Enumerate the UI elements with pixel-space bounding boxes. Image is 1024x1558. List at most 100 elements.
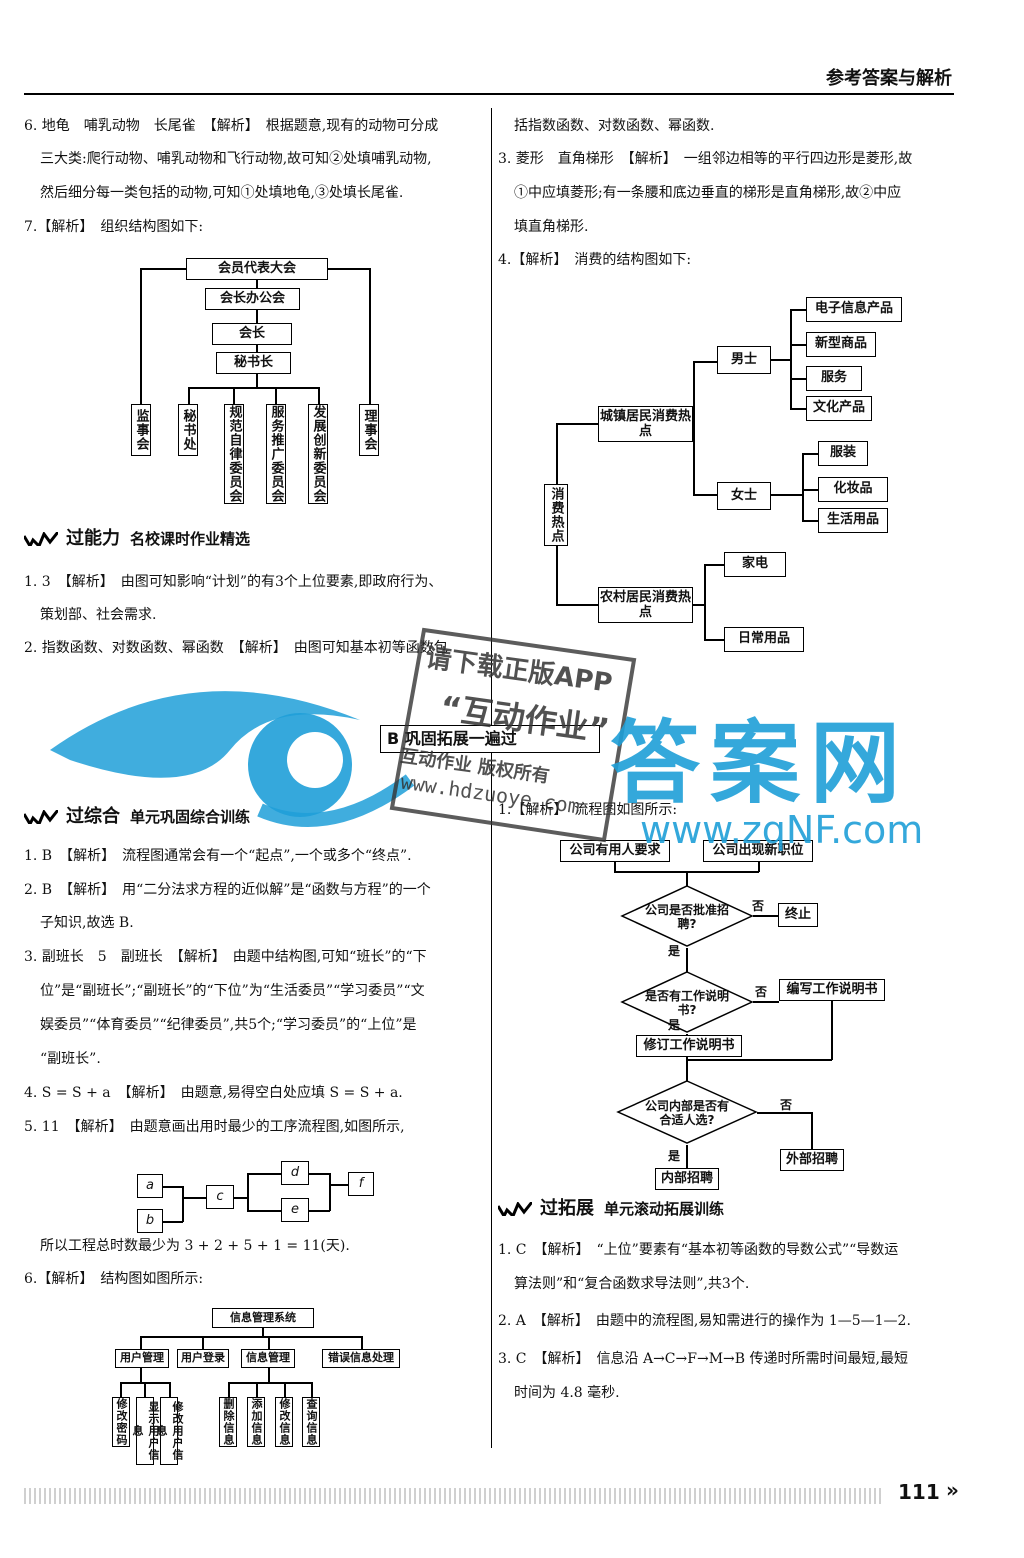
flow-stop: 终止	[778, 903, 818, 927]
org-branch-3: 规范自律委员会	[224, 404, 244, 504]
rq3-line3: 填直角梯形.	[514, 219, 589, 235]
info-child-4: 错误信息处理	[322, 1349, 400, 1368]
male-item-2: 新型商品	[806, 332, 876, 357]
q6-line1: 6. 地龟 哺乳动物 长尾雀 【解析】 根据题意,现有的动物可分成	[24, 118, 439, 134]
e3-line1: 3. C 【解析】 信息沿 A→C→F→M→B 传递时所需时间最短,最短	[498, 1351, 908, 1367]
male-item-1: 电子信息产品	[806, 297, 902, 322]
org-branch-2: 秘书处	[178, 404, 198, 456]
rq3-line2: ①中应填菱形;有一条腰和底边垂直的梯形是直角梯形,故②中应	[514, 185, 902, 201]
stamp-border	[389, 627, 637, 843]
cons-rural: 农村居民消费热点	[598, 587, 693, 623]
org-branch-6: 理事会	[359, 404, 379, 456]
watermark-url: www.zqNF.com	[640, 808, 924, 852]
s2q6-text: 6.【解析】 结构图如图所示:	[24, 1271, 204, 1287]
org-chair: 会长	[212, 323, 292, 345]
q7-text: 7.【解析】 组织结构图如下:	[24, 219, 204, 235]
footer-strip	[24, 1488, 884, 1504]
s2q5-result: 所以工程总时数最少为 3 + 2 + 5 + 1 = 11(天).	[40, 1238, 350, 1254]
rural-item-1: 家电	[724, 552, 786, 577]
rq4-text: 4.【解析】 消费的结构图如下:	[498, 252, 692, 268]
rq3-line1: 3. 菱形 直角梯形 【解析】 一组邻边相等的平行四边形是菱形,故	[498, 151, 913, 167]
org-secretary: 秘书长	[216, 352, 291, 374]
org-branch-5: 发展创新委员会	[308, 404, 328, 504]
proc-d: d	[281, 1161, 309, 1185]
male-item-4: 文化产品	[806, 396, 872, 421]
s2q3-line4: “副班长”.	[40, 1051, 101, 1067]
cons-male: 男士	[717, 346, 771, 374]
section-heading-3: 过拓展单元滚动拓展训练	[498, 1194, 724, 1220]
org-top: 会员代表大会	[186, 258, 328, 280]
s1q1-line1: 1. 3 【解析】 由图可知影响“计划”的有3个上位要素,即政府行为、	[24, 574, 443, 590]
header-rule	[24, 93, 954, 95]
cons-female: 女士	[717, 482, 771, 510]
info-child-3: 信息管理	[241, 1349, 295, 1368]
info-sub-2: 添加信息	[247, 1397, 265, 1447]
eye-logo-watermark	[50, 691, 415, 827]
cons-urban: 城镇居民消费热点	[598, 406, 693, 442]
s2q5-text: 5. 11 【解析】 由题意画出用时最少的工序流程图,如图所示,	[24, 1119, 405, 1135]
flow-decision-1-shape	[620, 885, 754, 947]
org-office: 会长办公会	[205, 288, 300, 310]
flow-yes-1: 是	[668, 944, 681, 958]
s2q3-line1: 3. 副班长 5 副班长 【解析】 由题中结构图,可知“班长”的“下	[24, 949, 427, 965]
e1-line1: 1. C 【解析】 “上位”要素有“基本初等函数的导数公式”“导数运	[498, 1242, 899, 1258]
right-cont: 括指数函数、对数函数、幂函数.	[514, 118, 715, 134]
s2q3-line2: 位”是“副班长”;“副班长”的“下位”为“生活委员”“学习委员”“文	[40, 983, 425, 999]
org-branch-1: 监事会	[131, 404, 151, 456]
flow-decision-1: 公司是否批准招聘?	[644, 903, 729, 931]
info-child-1: 用户管理	[115, 1349, 169, 1368]
flow-decision-3: 公司内部是否有合适人选?	[644, 1099, 729, 1127]
flow-external: 外部招聘	[780, 1149, 844, 1171]
info-sub-4: 查询信息	[302, 1397, 320, 1447]
rq1-text: 1.【解析】 流程图如图所示:	[498, 802, 678, 818]
info-child-2: 用户登录	[177, 1349, 229, 1368]
user-sub-3: 修改用户信息	[155, 1397, 184, 1465]
male-item-3: 服务	[806, 366, 862, 391]
q6-line2: 三大类:爬行动物、哺乳动物和飞行动物,故可知②处填哺乳动物,	[40, 151, 432, 167]
rural-item-2: 日常用品	[724, 627, 804, 652]
section-marker-icon	[24, 532, 58, 546]
page-number: 111	[898, 1480, 940, 1504]
s2q4-text: 4. S = S + a 【解析】 由题意,易得空白处应填 S = S + a.	[24, 1085, 403, 1101]
female-item-3: 生活用品	[818, 508, 888, 533]
proc-f: f	[348, 1172, 374, 1196]
proc-e: e	[281, 1198, 309, 1222]
s2q1-text: 1. B 【解析】 流程图通常会有一个“起点”,一个或多个“终点”.	[24, 848, 412, 864]
column-divider	[491, 108, 492, 1448]
flow-decision-2: 是否有工作说明书?	[645, 989, 730, 1017]
cons-root: 消费热点	[544, 484, 568, 546]
info-sub-1: 删除信息	[219, 1397, 237, 1447]
watermark-site: 答案网	[610, 711, 910, 816]
s2q2-line1: 2. B 【解析】 用“二分法求方程的近似解”是“函数与方程”的一个	[24, 882, 431, 898]
flow-start-2: 公司出现新职位	[703, 840, 813, 862]
flow-decision-2-shape	[620, 971, 754, 1033]
s1q1-line2: 策划部、社会需求.	[40, 607, 157, 623]
flow-no-2: 否	[755, 985, 768, 999]
e3-line2: 时间为 4.8 毫秒.	[514, 1385, 620, 1401]
q6-line3: 然后细分每一类包括的动物,可知①处填地龟,③处填长尾雀.	[40, 185, 404, 201]
user-sub-2: 显示用户信息	[131, 1397, 160, 1465]
proc-a: a	[137, 1174, 163, 1198]
header-title: 参考答案与解析	[826, 68, 952, 89]
flow-write: 编写工作说明书	[779, 979, 885, 1001]
e2-text: 2. A 【解析】 由题中的流程图,易知需进行的操作为 1—5—1—2.	[498, 1313, 911, 1329]
section-heading-1: 过能力名校课时作业精选	[24, 524, 250, 550]
s2q2-line2: 子知识,故选 B.	[40, 915, 134, 931]
org-branch-4: 服务推广委员会	[266, 404, 286, 504]
flow-internal: 内部招聘	[655, 1168, 719, 1190]
info-sub-3: 修改信息	[275, 1397, 293, 1447]
section-marker-icon	[24, 810, 58, 824]
flow-start-1: 公司有用人要求	[560, 840, 670, 862]
proc-b: b	[137, 1209, 163, 1233]
section-banner: B 巩固拓展一遍过	[380, 725, 600, 753]
flow-decision-3-shape	[616, 1080, 758, 1144]
female-item-1: 服装	[818, 441, 868, 466]
flow-revise: 修订工作说明书	[636, 1035, 742, 1057]
info-root: 信息管理系统	[212, 1308, 314, 1328]
page-arrow-icon: »	[946, 1478, 959, 1502]
flow-yes-3: 是	[668, 1149, 681, 1163]
flow-yes-2: 是	[668, 1018, 681, 1032]
female-item-2: 化妆品	[818, 477, 888, 502]
flow-no-1: 否	[752, 899, 765, 913]
s2q3-line3: 娱委员”“体育委员”“纪律委员”,共5个;“学习委员”的“上位”是	[40, 1017, 417, 1033]
